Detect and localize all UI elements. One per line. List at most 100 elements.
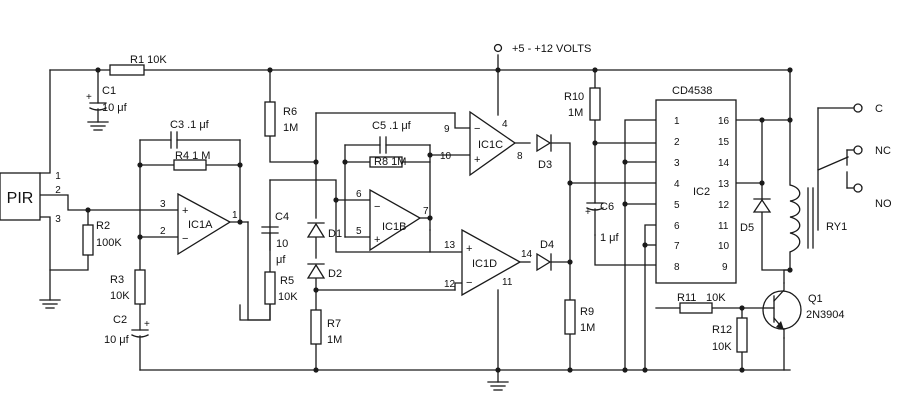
c2-plus: + — [144, 319, 150, 330]
pir-pin-3: 3 — [55, 214, 61, 225]
r10-value: 1M — [568, 107, 583, 119]
ic2-part: CD4538 — [672, 85, 712, 97]
pir-pin-2: 2 — [55, 185, 61, 196]
ground-icon — [39, 299, 61, 309]
d4-label: D4 — [540, 239, 554, 251]
ic1d-pin-plus: 13 — [444, 240, 456, 251]
ic1b-pin-minus: 6 — [356, 189, 362, 200]
svg-text:−: − — [466, 277, 472, 289]
d3-label: D3 — [538, 159, 552, 171]
ic1c-ref: IC1C — [478, 139, 503, 151]
r3-value: 10K — [110, 290, 130, 302]
ic2-pin-right-13: 13 — [718, 179, 730, 190]
r7-value: 1M — [327, 334, 342, 346]
r12-body — [736, 317, 748, 353]
r12-value: 10K — [712, 341, 732, 353]
d5-label: D5 — [740, 222, 754, 234]
c4-value-unit: μf — [276, 254, 286, 266]
ic1d-pin-out: 14 — [521, 249, 533, 260]
capacitors: + C1 10 μf + C2 10 μf C3 .1 μf C4 10 μf … — [86, 85, 620, 346]
ic2-pin-right-9: 9 — [722, 262, 728, 273]
c4-value-num: 10 — [276, 238, 288, 250]
r7-ref: R7 — [327, 318, 341, 330]
relay-terminal-no — [853, 183, 863, 193]
resistors: R1 10K R2 100K R3 10K R4 1 M R5 10K R6 1… — [82, 54, 748, 353]
ic2-pin-left-7: 7 — [674, 241, 680, 252]
ic2-pin-right-10: 10 — [718, 241, 730, 252]
ground-icon — [87, 121, 109, 131]
r6-ref: R6 — [283, 106, 297, 118]
ic1c-pin-minus: 9 — [444, 124, 450, 135]
r6-value: 1M — [283, 122, 298, 134]
r11-value: 10K — [706, 292, 726, 304]
ic1a-ref: IC1A — [188, 219, 213, 231]
diodes: D1 D2 D3 D4 D5 — [306, 133, 772, 280]
r1-label: R1 10K — [130, 54, 167, 66]
transistor-q1: Q1 2N3904 — [762, 282, 845, 339]
c2-ref: C2 — [113, 314, 127, 326]
ic2-pin-left-1: 1 — [674, 116, 680, 127]
r3-body — [134, 269, 146, 305]
ic2-pin-left-5: 5 — [674, 200, 680, 211]
ic1b-pin-out: 7 — [423, 206, 429, 217]
ic1d-pin-minus: 12 — [444, 279, 456, 290]
ic1d-pin-vss: 11 — [502, 277, 513, 288]
ic2-pin-right-12: 12 — [718, 200, 730, 211]
c2-value: 10 μf — [104, 334, 130, 346]
supply-terminal: +5 - +12 VOLTS — [493, 43, 591, 55]
c1-value: 10 μf — [102, 102, 128, 114]
pir-label: PIR — [7, 190, 34, 207]
c1-ref: C1 — [102, 85, 116, 97]
ic2-ref: IC2 — [693, 186, 710, 198]
pir-sensor: PIR 1 2 3 — [0, 171, 61, 225]
r2-body — [82, 224, 94, 256]
r9-body — [564, 299, 576, 335]
ic1a-pin-plus: 3 — [160, 199, 166, 210]
r12-ref: R12 — [712, 324, 732, 336]
ic2-pin-left-6: 6 — [674, 221, 680, 232]
c3-label: C3 .1 μf — [170, 119, 210, 131]
ic2-pin-left-3: 3 — [674, 158, 680, 169]
r11-body — [679, 302, 713, 314]
r5-body — [264, 271, 276, 305]
pir-pin-1: 1 — [55, 171, 61, 182]
r1-body — [109, 64, 145, 76]
ic2-pin-right-16: 16 — [718, 116, 730, 127]
relay-ry1: RY1 C NC NO — [789, 103, 892, 253]
r4-body — [173, 159, 207, 171]
r3-ref: R3 — [110, 274, 124, 286]
c1-plus: + — [86, 92, 92, 103]
ic2-pin-right-14: 14 — [718, 158, 730, 169]
ic1d-ref: IC1D — [472, 258, 497, 270]
junction-dots — [85, 67, 793, 373]
ic1a-pin-out: 1 — [232, 210, 238, 221]
r9-ref: R9 — [580, 306, 594, 318]
r4-label: R4 1 M — [175, 150, 210, 162]
relay-terminal-nc — [853, 145, 863, 155]
ic2-cd4538: CD4538 IC2 1 2 3 4 5 6 7 8 16 15 14 13 1… — [655, 85, 737, 284]
r2-ref: R2 — [96, 220, 110, 232]
ic1c-pin-vdd: 4 — [502, 119, 508, 130]
svg-text:−: − — [474, 123, 480, 135]
ic1c-pin-out: 8 — [517, 151, 523, 162]
ic2-pin-left-4: 4 — [674, 179, 680, 190]
relay-ref: RY1 — [826, 221, 847, 233]
c6-plus: + — [585, 207, 591, 218]
relay-coil — [789, 184, 801, 253]
svg-text:+: + — [466, 243, 472, 255]
ic1a-pin-minus: 2 — [160, 226, 166, 237]
ic2-pin-left-2: 2 — [674, 137, 680, 148]
ic1c-pin-plus: 10 — [440, 151, 452, 162]
supply-label: +5 - +12 VOLTS — [512, 43, 591, 55]
svg-text:−: − — [182, 233, 188, 245]
r5-value: 10K — [278, 291, 298, 303]
svg-text:+: + — [182, 205, 188, 217]
op-amps: + − IC1A 3 2 1 − + IC1B 6 5 7 − + IC1C 9… — [160, 110, 533, 297]
r6-body — [264, 101, 276, 137]
r11-ref: R11 — [677, 292, 696, 304]
r9-value: 1M — [580, 322, 595, 334]
relay-label-c: C — [875, 103, 883, 115]
ground-symbols — [39, 121, 509, 391]
ground-icon — [487, 381, 509, 391]
